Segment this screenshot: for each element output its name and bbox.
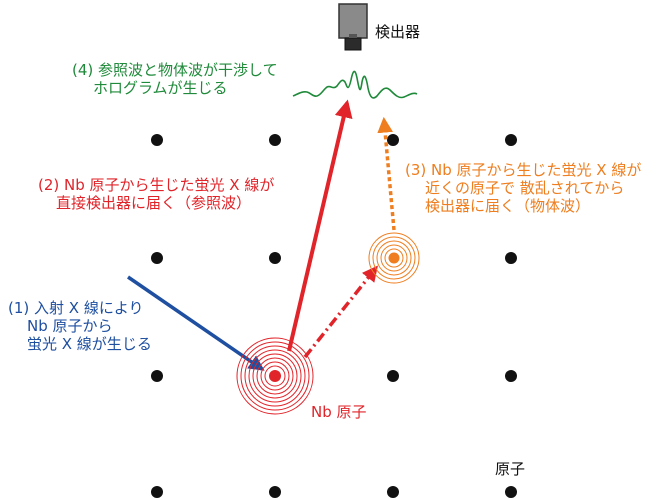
atom-dot-icon (505, 252, 517, 264)
atom-dot-icon (269, 486, 281, 498)
step4-line1: (4) 参照波と物体波が干渉して (72, 61, 278, 79)
atom-dot-icon (505, 486, 517, 498)
step2-line2: 直接検出器に届く（参照波） (56, 194, 251, 212)
atom-dot-icon (269, 252, 281, 264)
step3-line2: 近くの原子で 散乱されてから (425, 179, 624, 197)
nb-atom-icon (269, 370, 281, 382)
atom-dot-icon (269, 134, 281, 146)
detector-label: 検出器 (375, 23, 420, 41)
atom-dot-icon (505, 370, 517, 382)
atom-dot-icon (151, 134, 163, 146)
atom-dot-icon (151, 486, 163, 498)
atom-dot-icon (387, 134, 399, 146)
step4-line2: ホログラムが生じる (93, 79, 228, 97)
atom-dot-icon (387, 486, 399, 498)
atom-label: 原子 (495, 460, 525, 478)
scatter-arrow (303, 265, 378, 359)
nb-emission-rings (236, 337, 314, 415)
hologram-wave (292, 70, 418, 99)
atom-dot-icon (387, 370, 399, 382)
step3-line3: 検出器に届く（物体波） (425, 197, 590, 215)
reference-wave-arrow (287, 99, 353, 352)
detector-icon (338, 3, 368, 51)
step1-line2: Nb 原子から (27, 317, 113, 335)
step1-line3: 蛍光 X 線が生じる (27, 335, 152, 353)
step3-line1: (3) Nb 原子から生じた蛍光 X 線が (405, 161, 641, 179)
nb-atom-label: Nb 原子 (311, 403, 367, 421)
step1-line1: (1) 入射 X 線により (8, 299, 144, 317)
step2-line1: (2) Nb 原子から生じた蛍光 X 線が (38, 176, 274, 194)
atom-lattice (151, 134, 517, 498)
incident-xray-arrow (127, 275, 265, 371)
scatter-atom-icon (388, 252, 400, 264)
atom-dot-icon (151, 252, 163, 264)
object-wave-arrow (377, 116, 396, 231)
atom-dot-icon (505, 134, 517, 146)
scatter-rings (368, 232, 420, 284)
atom-dot-icon (151, 370, 163, 382)
